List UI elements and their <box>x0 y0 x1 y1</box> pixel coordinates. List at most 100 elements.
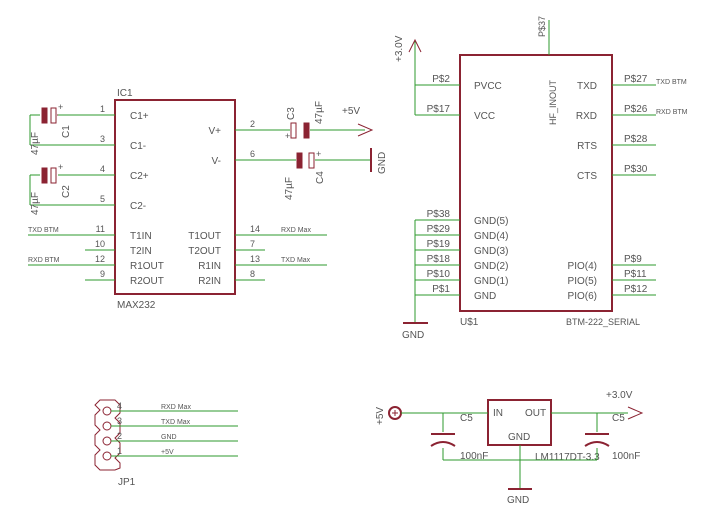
jp1-pin-net: GND <box>161 434 177 441</box>
c2-value: 47µF <box>30 192 41 215</box>
u1-pin-pad: P$27 <box>624 74 648 85</box>
net-txd-btm-left: TXD BTM <box>28 227 59 234</box>
u1-pin-name: PIO(4) <box>568 261 597 272</box>
c5b-name: C5 <box>612 413 625 424</box>
power-3v-output: +3.0V <box>606 390 644 420</box>
capacitor-c4: + 47µF C4 <box>265 149 370 200</box>
ic1-pin-number: 3 <box>100 134 105 144</box>
net-rxd-btm-left: RXD BTM <box>28 257 60 264</box>
reg-3v-label: +3.0V <box>606 390 633 401</box>
gnd-symbol-c4: GND <box>370 148 388 174</box>
c4-plus: + <box>316 149 321 159</box>
ic1-pin-number: 8 <box>250 269 255 279</box>
c5b-value: 100nF <box>612 451 640 462</box>
u1-pin-pad: P$11 <box>624 269 647 280</box>
c4-gnd-label: GND <box>377 152 388 174</box>
ic1-pin-name: C1- <box>130 141 146 152</box>
btm-gnd-label: GND <box>402 330 424 341</box>
u1-pin-pad: P$10 <box>427 269 451 280</box>
power-5v-arrow-c3: +5V <box>342 106 374 137</box>
u1-body <box>459 54 613 312</box>
ic1-pin-name: C2+ <box>130 171 149 182</box>
u1-pin-net: RXD BTM <box>656 109 688 116</box>
ic1-pin-name: T1OUT <box>188 231 221 242</box>
u1-pin-pad: P$17 <box>427 104 451 115</box>
connector-jp1: JP1 <box>94 399 136 488</box>
ic1-pin-number: 14 <box>250 224 260 234</box>
u1-pin-name: GND(5) <box>474 216 508 227</box>
gnd-symbol-regulator: GND <box>507 488 532 506</box>
ic1-pin-name: V+ <box>208 126 221 137</box>
regulator-value: LM1117DT-3.3 <box>535 452 600 463</box>
u1-pin-name: GND(2) <box>474 261 508 272</box>
capacitor-c5-output: C5 100nF <box>584 413 640 462</box>
u1-pin-pad: P$18 <box>427 254 451 265</box>
ic1-pin-number: 2 <box>250 119 255 129</box>
reg-5v-label: +5V <box>375 407 386 425</box>
ic1-pin-name: R2IN <box>198 276 221 287</box>
reg-gnd-label: GND <box>507 495 529 506</box>
ic1-pin-number: 11 <box>96 224 105 234</box>
ic1-value: MAX232 <box>117 300 156 311</box>
u1-btm222: U$1 BTM-222_SERIAL P$37 HF_INOUT <box>459 16 640 328</box>
u1-top-pad: P$37 <box>537 16 547 37</box>
c3-value: 47µF <box>314 101 325 124</box>
btm-3v-label: +3.0V <box>394 35 405 62</box>
u1-pin-pad: P$38 <box>427 209 451 220</box>
u1-value: BTM-222_SERIAL <box>566 317 640 327</box>
c4-name: C4 <box>315 171 326 184</box>
c5a-name: C5 <box>460 413 473 424</box>
ic1-pin-number: 9 <box>100 269 105 279</box>
u1-pin-pad: P$30 <box>624 164 648 175</box>
u1-pin-name: RXD <box>576 111 597 122</box>
power-3v-btm: +3.0V <box>394 35 430 116</box>
jp1-pin-net: +5V <box>161 449 174 456</box>
ic1-pin-number: 6 <box>250 149 255 159</box>
c1-plus: + <box>58 102 63 112</box>
c3-plus: + <box>285 131 290 141</box>
ic1-pin-name: T2IN <box>130 246 152 257</box>
ic1-pin-number: 5 <box>100 194 105 204</box>
u1-pin-pad: P$28 <box>624 134 648 145</box>
jp1-pin-number: 2 <box>117 431 122 441</box>
ic1-pin-number: 13 <box>250 254 260 264</box>
u1-pin-name: CTS <box>577 171 597 182</box>
u1-pin-name: GND(4) <box>474 231 508 242</box>
u1-pin-pad: P$2 <box>432 74 450 85</box>
jp1-pin-net: RXD Max <box>161 404 191 411</box>
ic1-pin-number: 1 <box>100 104 105 114</box>
capacitor-c5-input: C5 100nF <box>430 413 488 462</box>
ic1-pin-name: C2- <box>130 201 146 212</box>
net-rxd-max-right: RXD Max <box>281 227 311 234</box>
regulator-out: OUT <box>525 408 546 419</box>
u1-pin-pad: P$19 <box>427 239 451 250</box>
u1-pin-net: TXD BTM <box>656 79 687 86</box>
u1-pin-name: PIO(6) <box>568 291 597 302</box>
ic1-pin-number: 12 <box>95 254 105 264</box>
jp1-pin-number: 1 <box>117 446 122 456</box>
ic1-pin-name: T2OUT <box>188 246 221 257</box>
u1-pin-name: VCC <box>474 111 495 122</box>
u1-pin-pad: P$12 <box>624 284 648 295</box>
capacitor-c2: + C2 47µF <box>29 162 85 215</box>
ic1-left-pins: 1C1+3C1-4C2+5C2-11T1IN10T2IN12R1OUT9R2OU… <box>85 104 164 287</box>
ic1-pin-number: 7 <box>250 239 255 249</box>
ic1-pin-name: C1+ <box>130 111 149 122</box>
u1-pin-name: GND(1) <box>474 276 508 287</box>
regulator-lm1117: IN OUT GND LM1117DT-3.3 <box>487 399 600 463</box>
regulator-gnd: GND <box>508 432 530 443</box>
regulator-in: IN <box>493 408 503 419</box>
ic1-pin-name: V- <box>212 156 221 167</box>
c5a-value: 100nF <box>460 451 488 462</box>
jp1-pin-number: 4 <box>117 401 122 411</box>
u1-pin-name: GND(3) <box>474 246 508 257</box>
ic1-pin-name: R1OUT <box>130 261 164 272</box>
jp1-name: JP1 <box>118 477 136 488</box>
capacitor-c1: + C1 47µF <box>29 102 85 155</box>
c4-value: 47µF <box>284 177 295 200</box>
u1-name: U$1 <box>460 317 479 328</box>
